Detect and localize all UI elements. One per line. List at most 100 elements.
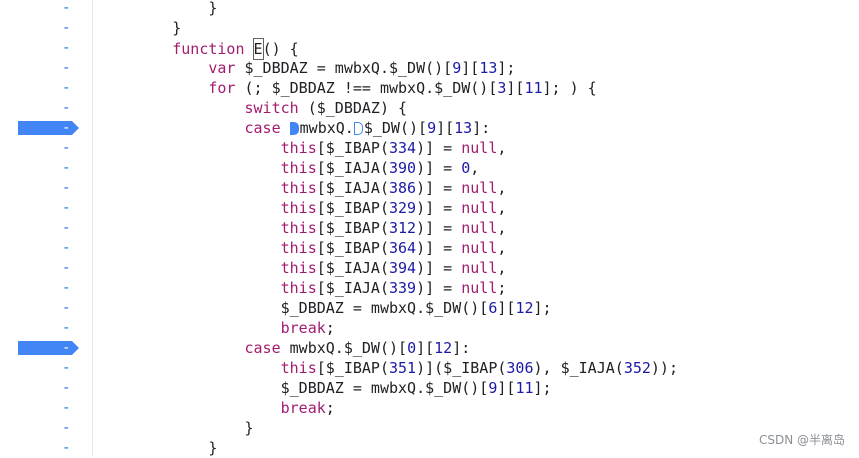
code-line[interactable]: }	[100, 18, 840, 38]
gutter-line[interactable]: -	[0, 358, 92, 378]
breakpoint-marker[interactable]: -	[18, 340, 79, 356]
code-line[interactable]: switch ($_DBDAZ) {	[100, 98, 840, 118]
code-token: )] =	[416, 219, 462, 237]
keyword-token: null	[461, 139, 498, 157]
keyword-token: this	[280, 179, 317, 197]
keyword-token: null	[461, 279, 498, 297]
code-line[interactable]: for (; $_DBDAZ !== mwbxQ.$_DW()[3][11]; …	[100, 78, 840, 98]
gutter-line[interactable]: -	[0, 258, 92, 278]
gutter-line[interactable]: -	[0, 138, 92, 158]
keyword-token: var	[208, 59, 236, 77]
gutter-line[interactable]: -	[0, 78, 92, 98]
gutter-line[interactable]: -	[0, 438, 92, 458]
code-line[interactable]: var $_DBDAZ = mwbxQ.$_DW()[9][13];	[100, 58, 840, 78]
code-token: ,	[497, 219, 507, 237]
code-token: ,	[497, 239, 507, 257]
code-line[interactable]: break;	[100, 318, 840, 338]
gutter-line[interactable]: -	[0, 0, 92, 18]
code-token: ,	[497, 199, 507, 217]
code-token: ,	[497, 259, 507, 277]
code-line[interactable]: this[$_IAJA(390)] = 0,	[100, 158, 840, 178]
code-line[interactable]: this[$_IAJA(386)] = null,	[100, 178, 840, 198]
code-token: ]:	[452, 339, 471, 357]
code-token: }	[208, 439, 218, 457]
code-token: [$_IAJA(	[316, 159, 389, 177]
code-line[interactable]: case mwbxQ.$_DW()[9][13]:	[100, 118, 840, 138]
gutter-line[interactable]: -	[0, 218, 92, 238]
indent	[100, 379, 281, 397]
code-line[interactable]: case mwbxQ.$_DW()[0][12]:	[100, 338, 840, 358]
keyword-token: case	[244, 119, 281, 137]
keyword-token: this	[280, 139, 317, 157]
gutter-line[interactable]: -	[0, 158, 92, 178]
number-token: 12	[515, 299, 534, 317]
indent	[100, 19, 172, 37]
code-token: ]; ) {	[542, 79, 597, 97]
code-token: )]($_IBAP(	[416, 359, 507, 377]
gutter-line[interactable]: -	[0, 318, 92, 338]
code-token: ];	[497, 59, 516, 77]
breakpoint-marker[interactable]: -	[18, 120, 79, 136]
indent	[100, 79, 208, 97]
code-token: ), $_IAJA(	[533, 359, 624, 377]
code-line[interactable]: $_DBDAZ = mwbxQ.$_DW()[9][11];	[100, 378, 840, 398]
indent	[100, 339, 245, 357]
inline-breakpoint-outline-icon[interactable]	[353, 122, 363, 135]
gutter-line[interactable]: -	[0, 178, 92, 198]
code-token: )] =	[416, 179, 462, 197]
gutter-line[interactable]: -	[0, 18, 92, 38]
code-line[interactable]: this[$_IBAP(329)] = null,	[100, 198, 840, 218]
gutter-line[interactable]: -	[0, 118, 92, 138]
gutter-line[interactable]: -	[0, 38, 92, 58]
gutter-line[interactable]: -	[0, 418, 92, 438]
code-line[interactable]: }	[100, 418, 840, 438]
gutter-dash: -	[62, 300, 71, 316]
gutter-line[interactable]: -	[0, 338, 92, 358]
keyword-token: this	[280, 239, 317, 257]
code-token: )] =	[416, 279, 462, 297]
gutter-line[interactable]: -	[0, 398, 92, 418]
number-token: 11	[515, 379, 534, 397]
code-line[interactable]: this[$_IAJA(394)] = null,	[100, 258, 840, 278]
code-line[interactable]: function E() {	[100, 38, 840, 60]
keyword-token: case	[244, 339, 281, 357]
gutter-line[interactable]: -	[0, 58, 92, 78]
keyword-token: null	[461, 199, 498, 217]
line-gutter[interactable]: -----------------------	[0, 0, 93, 456]
number-token: 351	[389, 359, 417, 377]
code-line[interactable]: this[$_IBAP(351)]($_IBAP(306), $_IAJA(35…	[100, 358, 840, 378]
gutter-dash: -	[62, 40, 71, 56]
keyword-token: this	[280, 159, 317, 177]
code-line[interactable]: $_DBDAZ = mwbxQ.$_DW()[6][12];	[100, 298, 840, 318]
gutter-line[interactable]: -	[0, 98, 92, 118]
code-token: [$_IBAP(	[316, 239, 389, 257]
indent	[100, 219, 281, 237]
code-line[interactable]: this[$_IBAP(364)] = null,	[100, 238, 840, 258]
gutter-dash: -	[62, 420, 71, 436]
indent	[100, 439, 208, 457]
code-token: (; $_DBDAZ !== mwbxQ.$_DW()[	[235, 79, 498, 97]
gutter-line[interactable]: -	[0, 278, 92, 298]
number-token: 13	[454, 119, 473, 137]
code-line[interactable]: this[$_IBAP(312)] = null,	[100, 218, 840, 238]
number-token: 6	[488, 299, 498, 317]
gutter-line[interactable]: -	[0, 238, 92, 258]
code-line[interactable]: break;	[100, 398, 840, 418]
inline-breakpoint-icon[interactable]	[289, 122, 299, 135]
indent	[100, 40, 172, 58]
code-token: ,	[470, 159, 480, 177]
gutter-line[interactable]: -	[0, 198, 92, 218]
gutter-dash: -	[62, 180, 71, 196]
gutter-dash: -	[62, 220, 71, 236]
keyword-token: for	[208, 79, 236, 97]
code-token: $_DW()[	[363, 119, 428, 137]
indent	[100, 0, 208, 17]
code-token: () {	[262, 40, 299, 58]
code-line[interactable]: this[$_IBAP(334)] = null,	[100, 138, 840, 158]
gutter-line[interactable]: -	[0, 298, 92, 318]
gutter-line[interactable]: -	[0, 378, 92, 398]
code-line[interactable]: this[$_IAJA(339)] = null;	[100, 278, 840, 298]
code-line[interactable]: }	[100, 0, 840, 18]
code-editor[interactable]: } } function E() { var $_DBDAZ = mwbxQ.$…	[100, 0, 840, 458]
code-line[interactable]: }	[100, 438, 840, 458]
